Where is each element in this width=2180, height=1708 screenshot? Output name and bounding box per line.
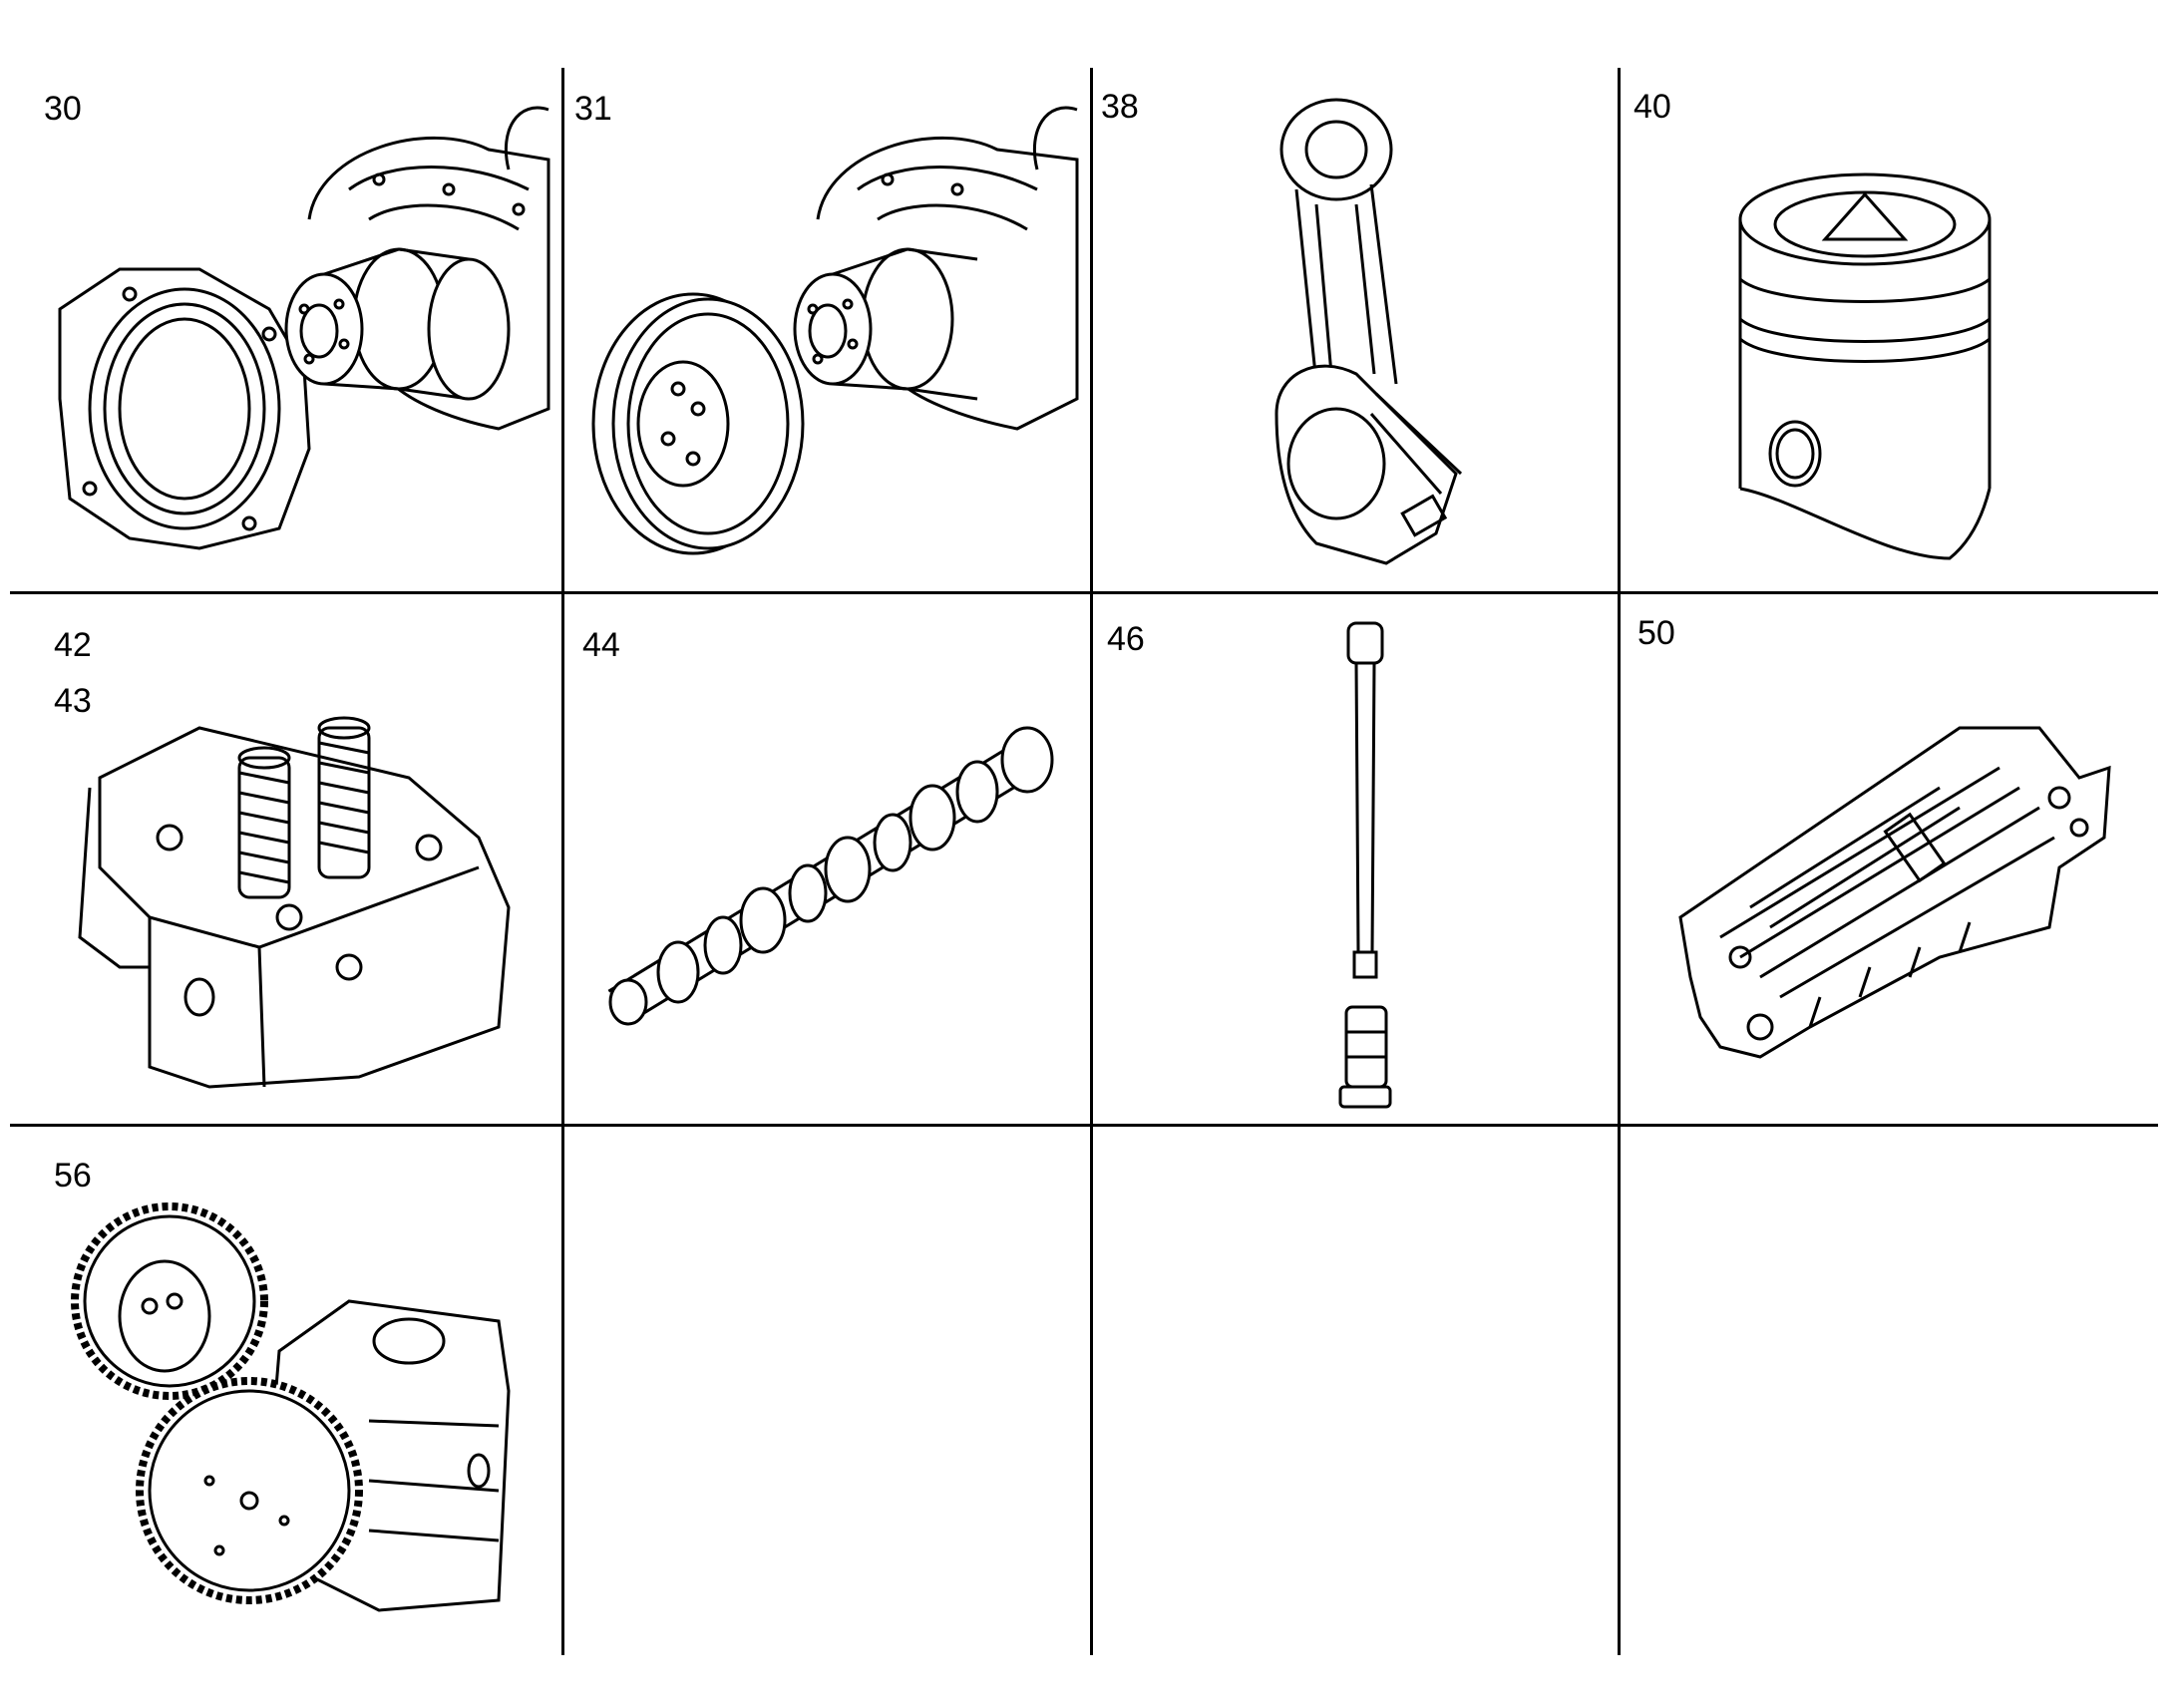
grid-vertical-2 bbox=[1090, 68, 1093, 1655]
camshaft-icon bbox=[598, 718, 1067, 1037]
part-number-43: 43 bbox=[54, 682, 92, 720]
crankshaft-with-vibration-damper-icon bbox=[568, 70, 1087, 578]
connecting-rod-icon bbox=[1257, 95, 1496, 573]
oil-cooler-icon bbox=[1660, 698, 2119, 1077]
grid-horizontal-1 bbox=[10, 591, 2158, 594]
part-number-56: 56 bbox=[54, 1157, 92, 1195]
grid-horizontal-2 bbox=[10, 1124, 2158, 1127]
oil-pump-with-gears-icon bbox=[70, 1192, 539, 1630]
part-number-50: 50 bbox=[1637, 614, 1675, 652]
part-number-30: 30 bbox=[44, 90, 82, 128]
grid-vertical-3 bbox=[1618, 68, 1621, 1655]
part-number-38: 38 bbox=[1101, 88, 1139, 126]
part-number-44: 44 bbox=[582, 626, 620, 664]
part-number-31: 31 bbox=[574, 90, 612, 128]
part-number-42: 42 bbox=[54, 626, 92, 664]
piston-icon bbox=[1735, 170, 1995, 568]
push-rod-and-tappet-icon bbox=[1326, 613, 1406, 1122]
cylinder-head-with-valve-springs-icon bbox=[60, 698, 529, 1097]
grid-vertical-1 bbox=[561, 68, 564, 1655]
crankshaft-with-seal-flange-icon bbox=[50, 70, 558, 578]
part-number-40: 40 bbox=[1634, 88, 1671, 126]
part-number-46: 46 bbox=[1107, 620, 1145, 658]
